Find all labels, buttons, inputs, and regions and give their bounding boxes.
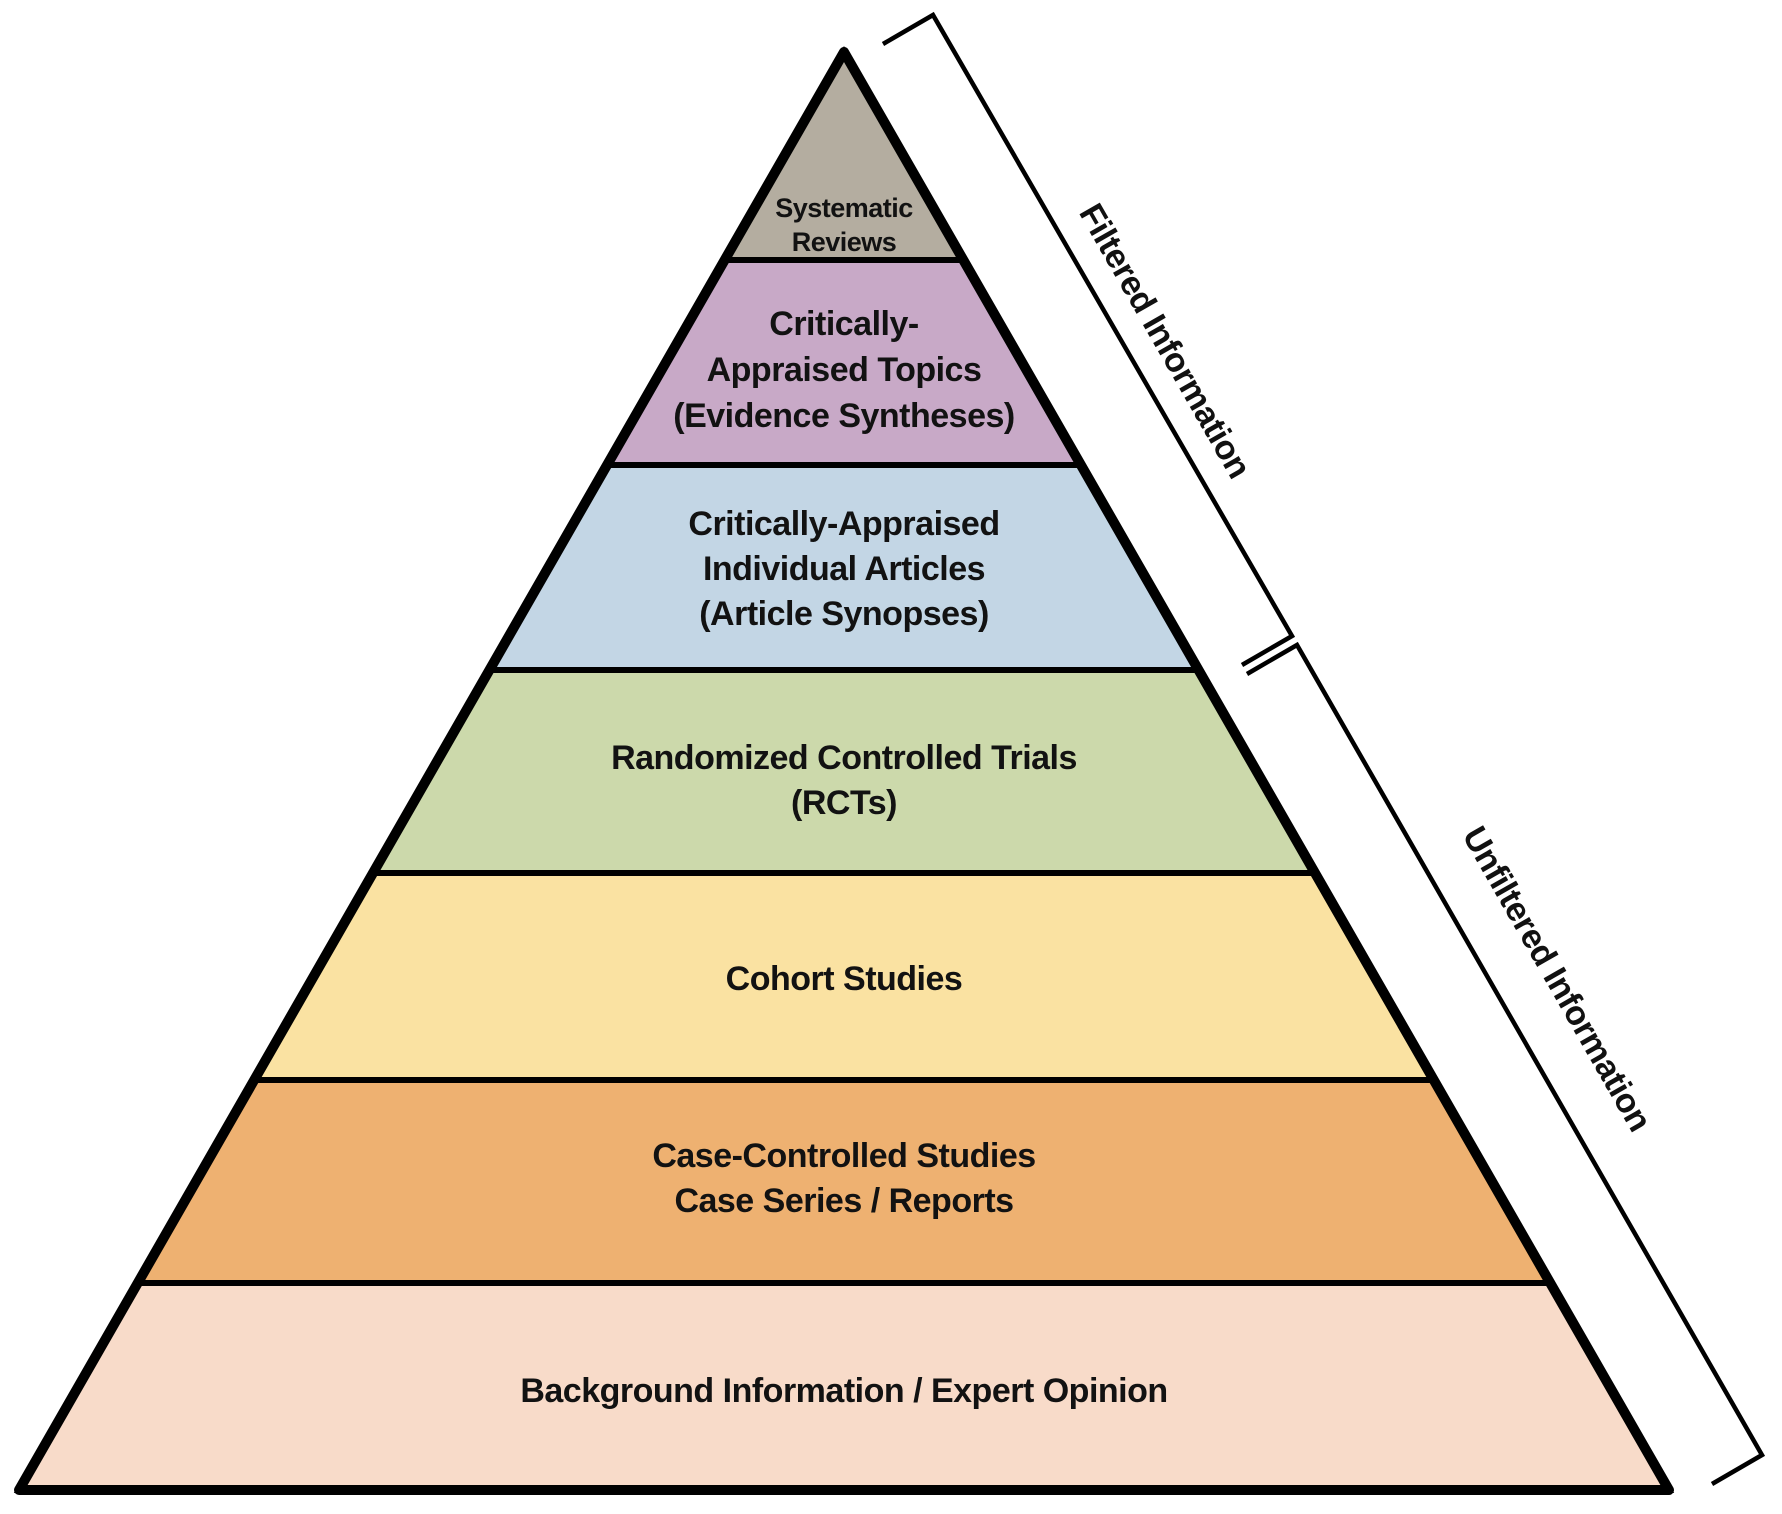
level-label-line: Cohort Studies <box>726 960 963 998</box>
level-label-line: (Article Synopses) <box>699 595 989 633</box>
level-label-line: Background Information / Expert Opinion <box>520 1372 1167 1410</box>
level-label-line: Systematic <box>775 193 913 223</box>
level-label-line: Appraised Topics <box>707 351 982 389</box>
filtered-information-label: Filtered Information <box>1071 197 1258 484</box>
level-label-line: Reviews <box>792 227 897 257</box>
unfiltered-information-label: Unfiltered Information <box>1455 820 1659 1137</box>
level-label-line: Case Series / Reports <box>674 1182 1013 1220</box>
level-label-line: Randomized Controlled Trials <box>611 739 1077 777</box>
filtered-bracket <box>881 11 1296 667</box>
level-label-line: Case-Controlled Studies <box>652 1137 1035 1175</box>
level-label-line: Critically-Appraised <box>688 505 999 543</box>
level-label-line: (Evidence Syntheses) <box>673 397 1014 435</box>
pyramid-outline <box>14 47 1674 1495</box>
level-label-line: Critically- <box>769 305 918 343</box>
level-label-line: Individual Articles <box>703 550 985 588</box>
unfiltered-bracket <box>1245 641 1766 1486</box>
level-label-line: (RCTs) <box>791 784 897 822</box>
